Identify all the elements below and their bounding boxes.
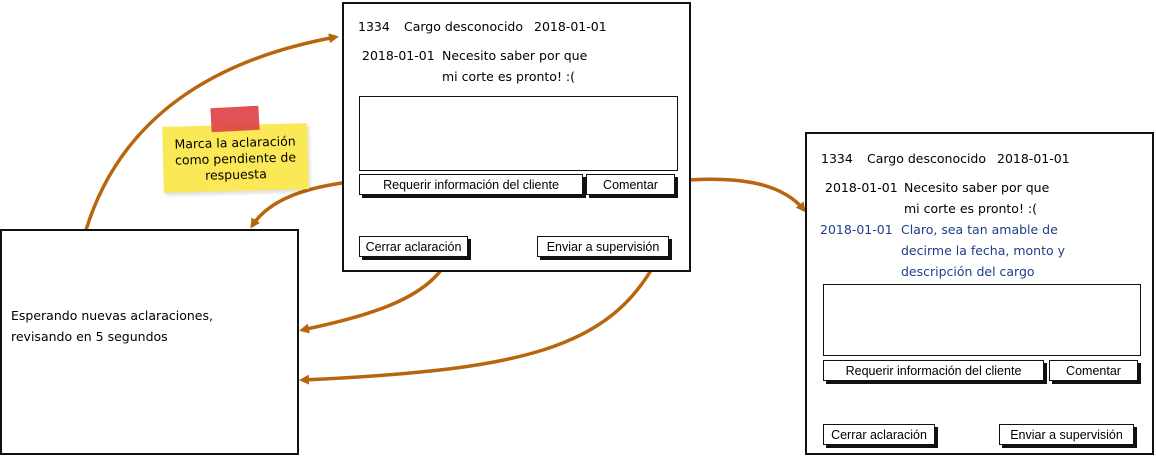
clarification-window-b: 1334 Cargo desconocido 2018-01-01 2018-0…: [805, 132, 1154, 455]
message-date: 2018-01-01: [825, 180, 898, 195]
arrow-comment-to-window-b: [673, 177, 806, 213]
clarification-window-a: 1334 Cargo desconocido 2018-01-01 2018-0…: [342, 2, 691, 272]
send-to-supervision-button[interactable]: Enviar a supervisión: [999, 424, 1134, 445]
ticket-title: Cargo desconocido: [404, 19, 524, 34]
message-line-2: mi corte es pronto! :(: [904, 201, 1038, 216]
message-date: 2018-01-01: [362, 48, 435, 63]
arrow-supervise-to-waiting: [299, 257, 660, 385]
close-clarification-button[interactable]: Cerrar aclaración: [823, 424, 935, 445]
request-client-info-button[interactable]: Requerir información del cliente: [823, 360, 1044, 381]
reply-line-2: decirme la fecha, monto y: [901, 243, 1065, 258]
comment-button[interactable]: Comentar: [1049, 360, 1138, 381]
sticky-note: Marca la aclaración como pendiente de re…: [162, 123, 309, 193]
sticky-tape: [210, 105, 260, 133]
message-line-1: Necesito saber por que: [904, 180, 1050, 195]
ticket-date: 2018-01-01: [997, 151, 1070, 166]
close-clarification-button[interactable]: Cerrar aclaración: [359, 236, 468, 257]
waiting-panel: Esperando nuevas aclaraciones, revisando…: [0, 229, 299, 455]
comment-textarea[interactable]: [359, 96, 678, 171]
comment-textarea[interactable]: [823, 284, 1141, 356]
reply-date: 2018-01-01: [820, 222, 893, 237]
comment-button[interactable]: Comentar: [586, 174, 675, 195]
request-client-info-button[interactable]: Requerir información del cliente: [359, 174, 583, 195]
message-line-1: Necesito saber por que: [442, 48, 588, 63]
ticket-date: 2018-01-01: [534, 19, 607, 34]
send-to-supervision-button[interactable]: Enviar a supervisión: [537, 236, 669, 257]
ticket-title: Cargo desconocido: [867, 151, 987, 166]
message-line-2: mi corte es pronto! :(: [442, 69, 576, 84]
reply-line-1: Claro, sea tan amable de: [901, 222, 1058, 237]
waiting-line-2: revisando en 5 segundos: [11, 329, 168, 344]
reply-line-3: descripción del cargo: [901, 264, 1035, 279]
waiting-line-1: Esperando nuevas aclaraciones,: [11, 308, 213, 323]
ticket-id: 1334: [821, 151, 853, 166]
ticket-id: 1334: [358, 19, 390, 34]
